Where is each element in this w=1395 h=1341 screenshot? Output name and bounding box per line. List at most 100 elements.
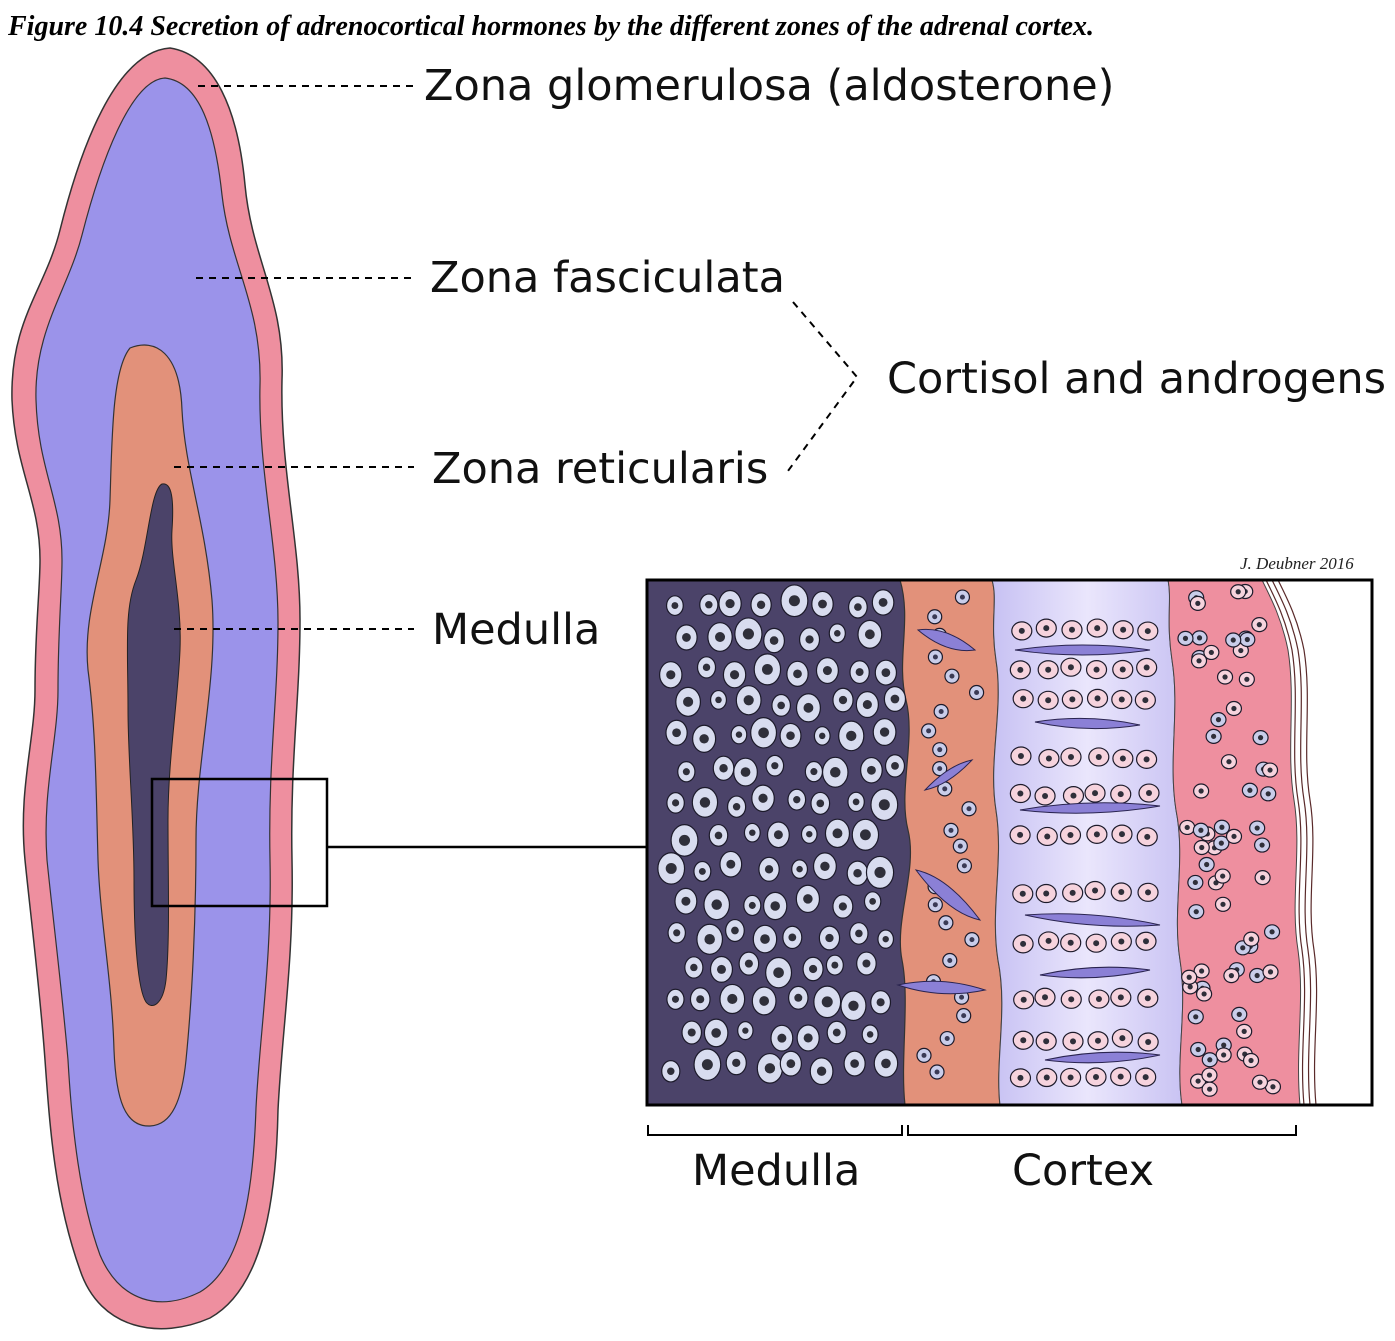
figure-caption: Figure 10.4 Secretion of adrenocortical … <box>7 11 1094 42</box>
reticularis-cell-nucleus <box>944 1036 950 1042</box>
reticularis-cell-nucleus <box>926 728 932 734</box>
adrenal-gland <box>11 47 647 1330</box>
fasciculata-cell-nucleus <box>1067 664 1074 671</box>
label-medulla: Medulla <box>432 605 600 655</box>
fasciculata-cell-nucleus <box>1092 887 1099 894</box>
medulla-cell-nucleus <box>699 797 711 808</box>
medulla-cell-nucleus <box>773 967 784 978</box>
glomerulosa-cell-nucleus <box>1231 833 1237 839</box>
medulla-region <box>126 483 181 1006</box>
reticularis-cell-nucleus <box>947 958 953 964</box>
medulla-cell-nucleus <box>878 597 888 607</box>
fasciculata-cell-nucleus <box>1045 697 1052 704</box>
medulla-cell-nucleus <box>743 695 754 706</box>
glomerulosa-cell-nucleus <box>1235 589 1241 595</box>
fasciculata-cell-nucleus <box>1045 666 1052 673</box>
fasciculata-cell-nucleus <box>1094 1037 1101 1044</box>
glomerulosa-cell-nucleus <box>1241 1028 1247 1034</box>
fasciculata-cell-nucleus <box>1095 996 1102 1003</box>
medulla-cell-nucleus <box>820 861 830 871</box>
fasciculata-cell-nucleus <box>1068 626 1075 633</box>
reticularis-cell-nucleus <box>949 673 955 679</box>
medulla-cell-nucleus <box>874 866 886 879</box>
medulla-cell-nucleus <box>876 998 885 1007</box>
glomerulosa-cell-nucleus <box>1195 1078 1201 1084</box>
medulla-cell-nucleus <box>682 768 690 776</box>
fasciculata-cell-nucleus <box>1145 790 1152 797</box>
medulla-cell-nucleus <box>687 1028 696 1037</box>
medulla-cell-nucleus <box>759 996 770 1006</box>
medulla-cell-nucleus <box>834 629 841 637</box>
medulla-cell-nucleus <box>803 702 814 713</box>
medulla-cell-nucleus <box>682 633 691 642</box>
medulla-cell-nucleus <box>702 663 711 672</box>
histology-reticularis-band <box>899 580 1003 1105</box>
medulla-cell-nucleus <box>719 764 728 773</box>
fasciculata-cell-nucleus <box>1094 625 1101 632</box>
fasciculata-cell-nucleus <box>1068 996 1075 1003</box>
fasciculata-cell-nucleus <box>1018 627 1025 634</box>
medulla-cell-nucleus <box>681 896 691 906</box>
medulla-cell-nucleus <box>704 934 715 945</box>
medulla-cell-nucleus <box>777 1033 787 1043</box>
medulla-cell-nucleus <box>805 635 814 644</box>
medulla-cell-nucleus <box>882 935 889 943</box>
fasciculata-cell-nucleus <box>1044 833 1051 840</box>
glomerulosa-cell-nucleus <box>1220 873 1226 879</box>
leader-lines <box>174 85 859 630</box>
reticularis-cell-nucleus <box>969 937 975 943</box>
fasciculata-cell-nucleus <box>1070 1038 1077 1045</box>
glomerulosa-cell-nucleus <box>1196 635 1203 641</box>
medulla-cell-nucleus <box>853 868 862 878</box>
fasciculata-cell-nucleus <box>1117 1073 1124 1080</box>
medulla-cell-nucleus <box>744 959 753 968</box>
medulla-cell-nucleus <box>866 765 876 775</box>
medulla-cell-nucleus <box>711 899 722 910</box>
glomerulosa-cell-nucleus <box>1236 1011 1242 1017</box>
glomerulosa-cell-nucleus <box>1193 909 1199 915</box>
medulla-cell-nucleus <box>756 600 766 609</box>
glomerulosa-cell-nucleus <box>1195 600 1201 606</box>
reticularis-sinusoid <box>923 759 974 791</box>
medulla-cell-nucleus <box>825 933 834 943</box>
medulla-cell-nucleus <box>879 727 890 737</box>
medulla-cell-nucleus <box>726 859 736 869</box>
fasciculata-cell-nucleus <box>1093 831 1100 838</box>
fasciculata-cell-nucleus <box>1144 833 1151 840</box>
medulla-cell-nucleus <box>832 1028 841 1037</box>
reticularis-cell-nucleus <box>966 806 972 812</box>
reticularis-sinusoid <box>916 628 977 652</box>
fasciculata-cell-nucleus <box>1119 666 1126 673</box>
medulla-cell-nucleus <box>860 829 871 841</box>
medulla-cell-nucleus <box>786 731 795 740</box>
medulla-cell-nucleus <box>769 636 779 645</box>
artist-signature: J. Deubner 2016 <box>1240 554 1354 573</box>
fasciculata-cell-nucleus <box>1119 1035 1126 1042</box>
medulla-cell-nucleus <box>855 668 864 677</box>
fasciculata-sinusoid <box>1019 802 1161 814</box>
glomerulosa-cell-nucleus <box>1248 936 1254 942</box>
reticularis-cell-nucleus <box>932 654 938 660</box>
medulla-cell-nucleus <box>678 834 691 846</box>
glomerulosa-cell-nucleus <box>1230 637 1236 643</box>
glomerulosa-cell-nucleus <box>1187 984 1193 990</box>
glomerulosa-cell-nucleus <box>1198 788 1204 794</box>
medulla-cell-nucleus <box>855 929 863 938</box>
medulla-cell-nucleus <box>848 1000 859 1011</box>
fasciculata-cell-nucleus <box>1067 832 1074 839</box>
fasciculata-cell-nucleus <box>1117 994 1124 1001</box>
fasciculata-sinusoid <box>1039 966 1151 979</box>
medulla-cell-nucleus <box>758 727 769 739</box>
glomerulosa-cell-nucleus <box>1231 705 1237 712</box>
medulla-cell-nucleus <box>732 802 741 811</box>
glomerulosa-cell-nucleus <box>1244 676 1250 682</box>
medulla-cell-nucleus <box>764 1063 776 1074</box>
medulla-cell-nucleus <box>761 663 773 675</box>
fasciculata-cell-nucleus <box>1020 1037 1027 1044</box>
label-zona-reticularis: Zona reticularis <box>432 444 768 494</box>
medulla-cell-nucleus <box>854 603 862 611</box>
fasciculata-cell-nucleus <box>1118 938 1125 945</box>
glomerulosa-cell-nucleus <box>1254 825 1260 831</box>
glomerulosa-cell-nucleus <box>1186 974 1192 980</box>
medulla-cell-nucleus <box>760 934 770 944</box>
